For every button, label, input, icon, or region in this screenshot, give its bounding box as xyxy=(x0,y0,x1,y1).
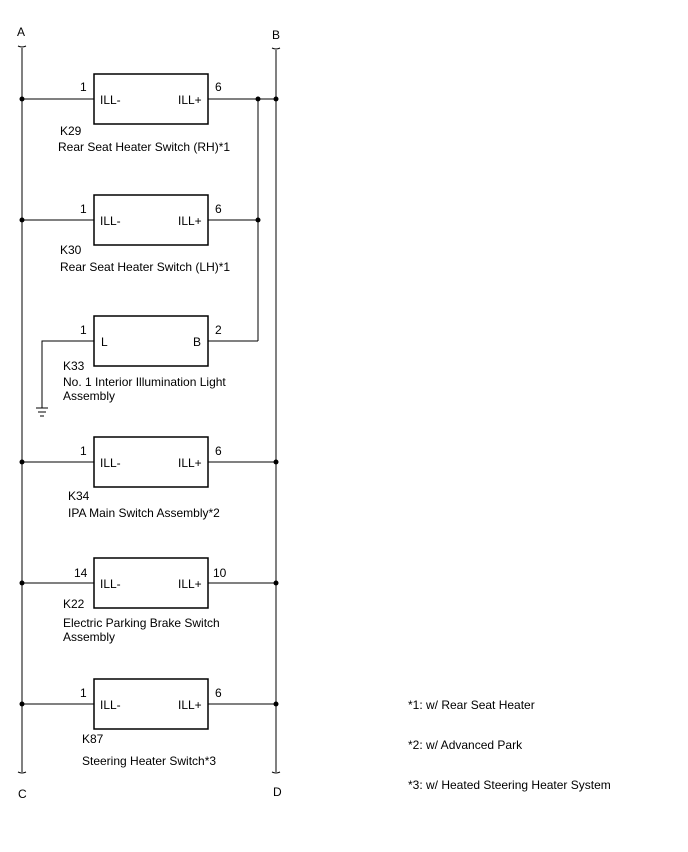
k87-code: K87 xyxy=(82,732,104,746)
k29-right-terminal: ILL+ xyxy=(178,93,202,107)
junction-dot xyxy=(19,459,25,465)
k33-left-terminal: L xyxy=(101,335,108,349)
k22-right-pin: 10 xyxy=(213,566,227,580)
component-k34: ILL- ILL+ 1 6 K34 IPA Main Switch Assemb… xyxy=(19,436,279,520)
component-k30: ILL- ILL+ 1 6 K30 Rear Seat Heater Switc… xyxy=(19,194,261,274)
k30-code: K30 xyxy=(60,243,82,257)
k29-name: Rear Seat Heater Switch (RH)*1 xyxy=(58,140,230,154)
k22-box xyxy=(93,557,209,609)
junction-dot xyxy=(273,701,279,707)
k34-name: IPA Main Switch Assembly*2 xyxy=(68,506,220,520)
k34-left-pin: 1 xyxy=(80,444,87,458)
k87-name: Steering Heater Switch*3 xyxy=(82,754,216,768)
k30-name: Rear Seat Heater Switch (LH)*1 xyxy=(60,260,230,274)
junction-dot xyxy=(19,580,25,586)
k34-left-terminal: ILL- xyxy=(100,456,121,470)
left-rail xyxy=(17,45,27,774)
k30-right-pin: 6 xyxy=(215,202,222,216)
junction-dot xyxy=(273,580,279,586)
junction-dot xyxy=(273,459,279,465)
ground-icon xyxy=(36,407,48,417)
k33-left-pin: 1 xyxy=(80,323,87,337)
rail-label-d: D xyxy=(273,785,282,799)
k87-box xyxy=(93,678,209,730)
k29-code: K29 xyxy=(60,124,82,138)
junction-dot xyxy=(255,217,261,223)
k34-code: K34 xyxy=(68,489,90,503)
component-k33: L B 1 2 K33 No. 1 Interior Illumination … xyxy=(36,315,258,417)
footnote-2: *2: w/ Advanced Park xyxy=(408,738,523,752)
k87-left-terminal: ILL- xyxy=(100,698,121,712)
k22-name: Electric Parking Brake Switch xyxy=(63,616,220,630)
k34-box xyxy=(93,436,209,488)
k30-left-pin: 1 xyxy=(80,202,87,216)
junction-dot xyxy=(255,96,261,102)
k33-name-line2: Assembly xyxy=(63,389,115,403)
k22-left-terminal: ILL- xyxy=(100,577,121,591)
k87-right-pin: 6 xyxy=(215,686,222,700)
wire-k33-ground xyxy=(41,340,94,408)
k29-box xyxy=(93,73,209,125)
component-k87: ILL- ILL+ 1 6 K87 Steering Heater Switch… xyxy=(19,678,279,768)
k22-left-pin: 14 xyxy=(74,566,88,580)
k87-right-terminal: ILL+ xyxy=(178,698,202,712)
rail-label-a: A xyxy=(17,25,25,39)
k29-left-terminal: ILL- xyxy=(100,93,121,107)
k22-code: K22 xyxy=(63,597,85,611)
k87-left-pin: 1 xyxy=(80,686,87,700)
junction-dot xyxy=(19,96,25,102)
k33-right-terminal: B xyxy=(193,335,201,349)
rail-label-c: C xyxy=(18,787,27,801)
k33-name: No. 1 Interior Illumination Light xyxy=(63,375,226,389)
component-k29: ILL- ILL+ 1 6 K29 Rear Seat Heater Switc… xyxy=(19,73,279,154)
junction-dot xyxy=(19,701,25,707)
k29-left-pin: 1 xyxy=(80,80,87,94)
junction-dot xyxy=(19,217,25,223)
k33-code: K33 xyxy=(63,359,85,373)
right-rail xyxy=(271,47,281,774)
footnote-1: *1: w/ Rear Seat Heater xyxy=(408,698,535,712)
rail-label-b: B xyxy=(272,28,280,42)
k22-right-terminal: ILL+ xyxy=(178,577,202,591)
k30-box xyxy=(93,194,209,246)
footnote-3: *3: w/ Heated Steering Heater System xyxy=(408,778,611,792)
k22-name-line2: Assembly xyxy=(63,630,115,644)
k29-right-pin: 6 xyxy=(215,80,222,94)
k33-right-pin: 2 xyxy=(215,323,222,337)
k34-right-pin: 6 xyxy=(215,444,222,458)
k33-box xyxy=(93,315,209,367)
k34-right-terminal: ILL+ xyxy=(178,456,202,470)
junction-dot xyxy=(273,96,279,102)
k30-right-terminal: ILL+ xyxy=(178,214,202,228)
component-k22: ILL- ILL+ 14 10 K22 Electric Parking Bra… xyxy=(19,557,279,644)
k30-left-terminal: ILL- xyxy=(100,214,121,228)
